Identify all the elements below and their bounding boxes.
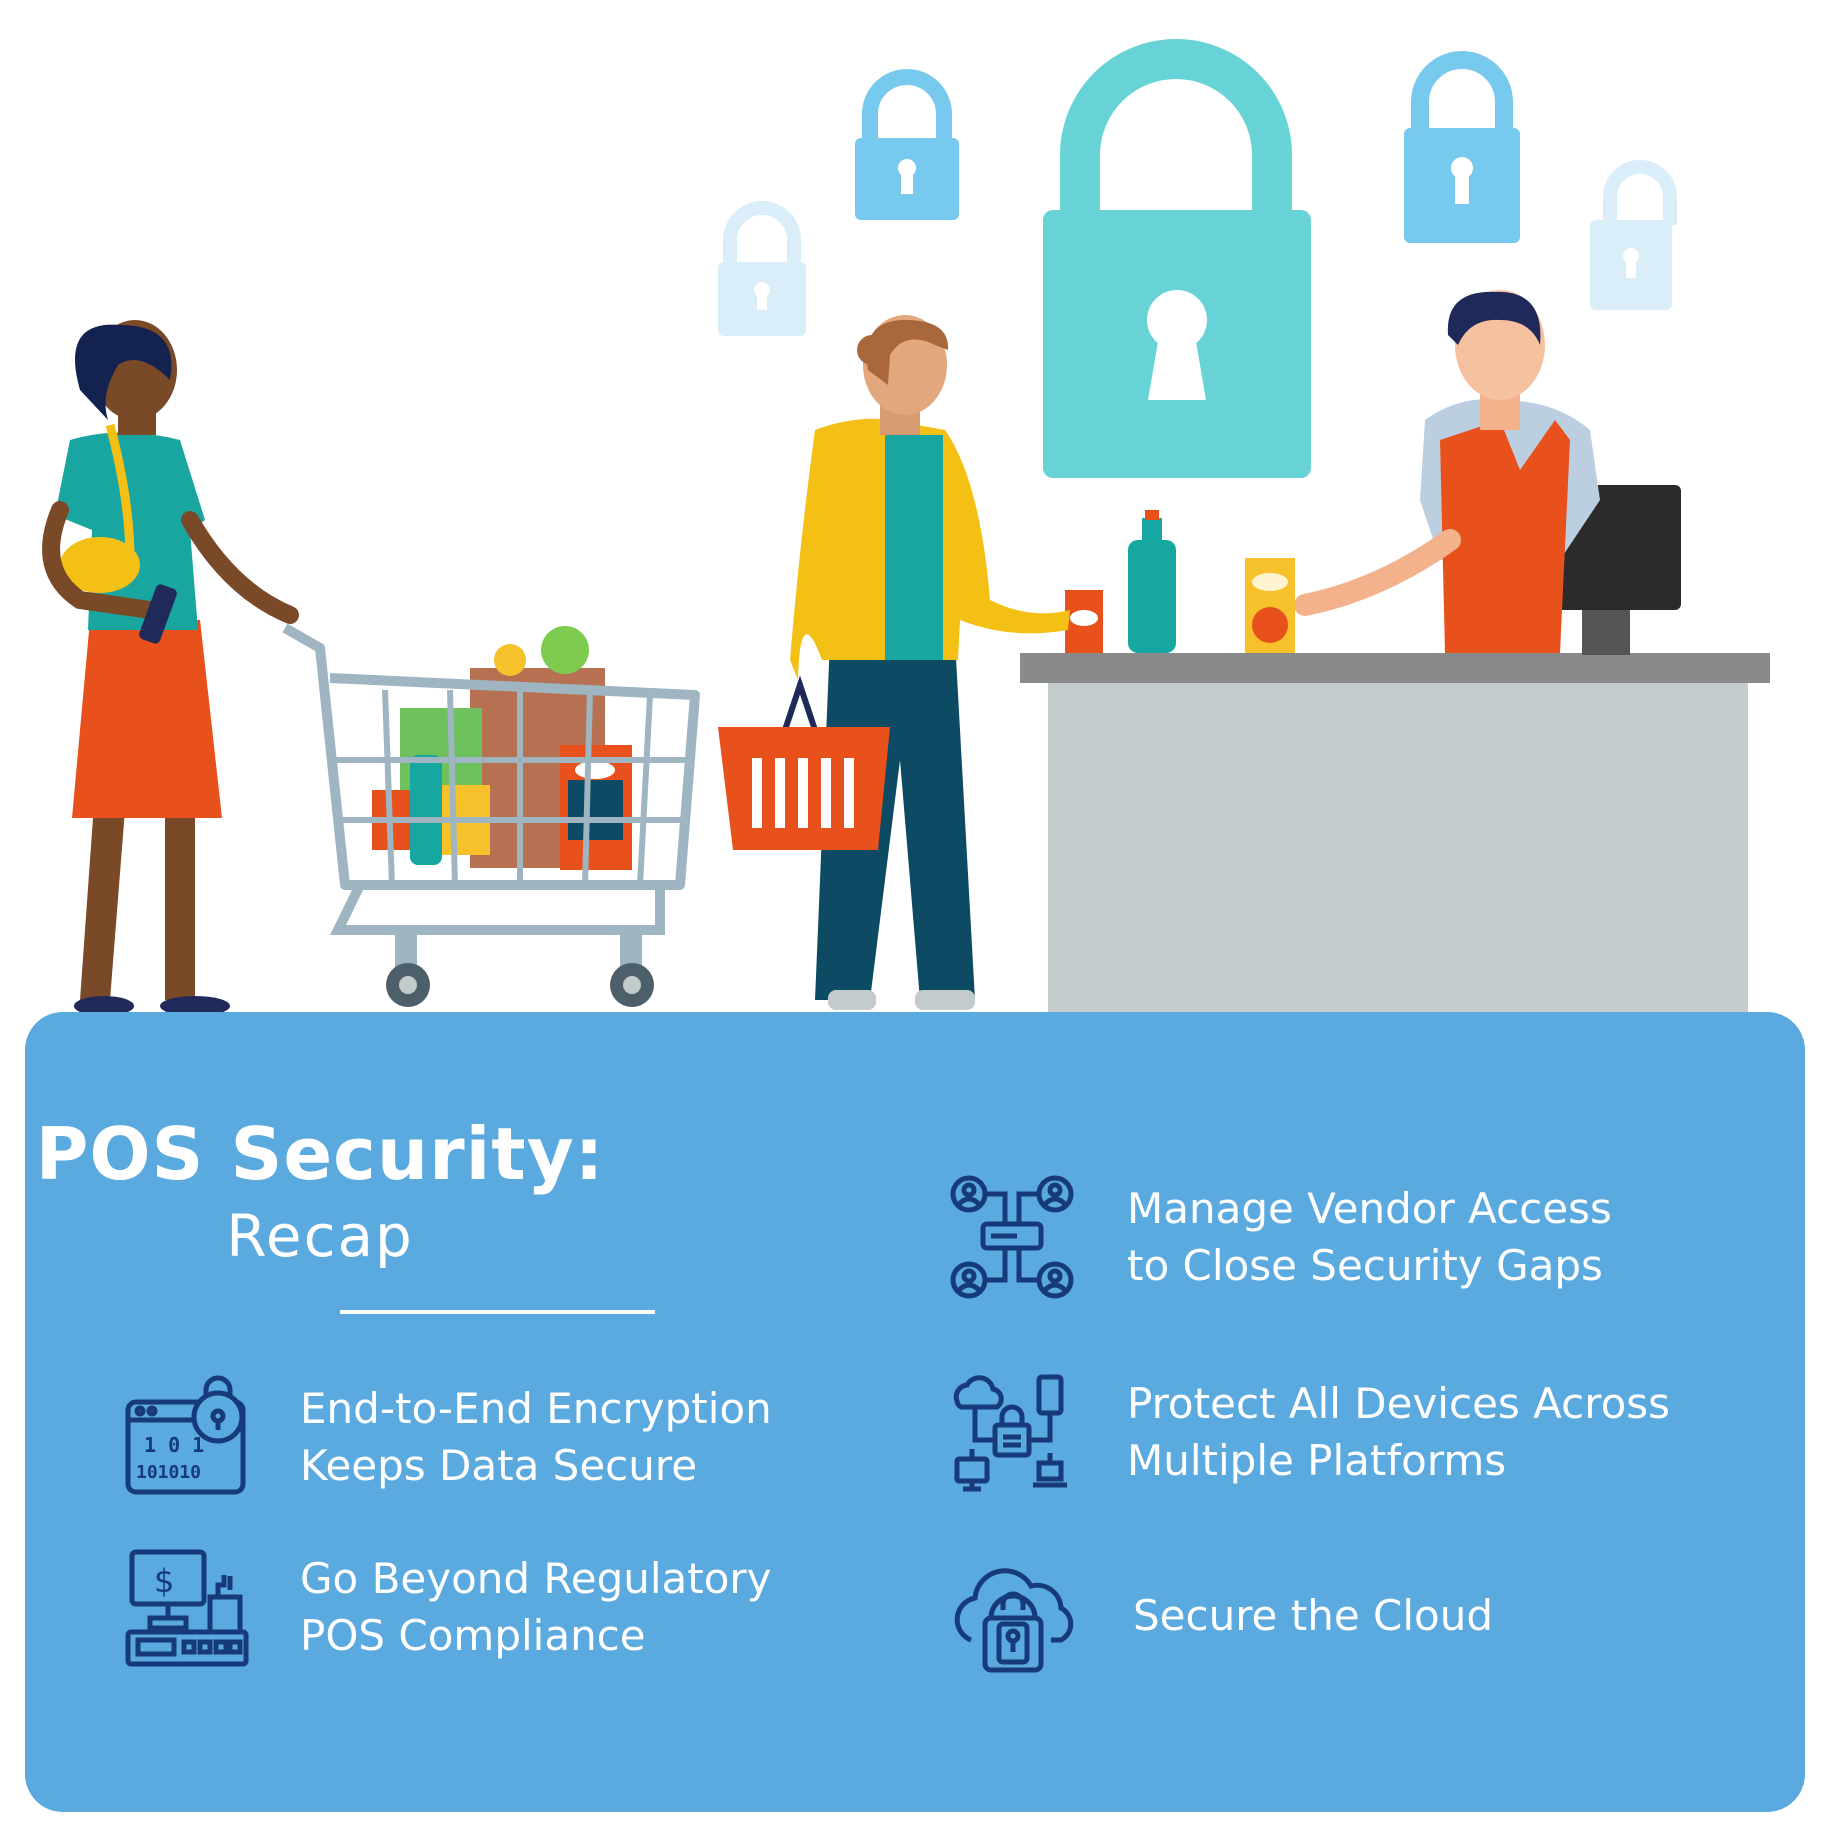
svg-text:101010: 101010 bbox=[136, 1462, 201, 1483]
padlock-small-right-icon bbox=[1404, 51, 1520, 243]
panel-title: POS Security: bbox=[35, 1112, 605, 1196]
customer-with-basket-figure bbox=[718, 315, 1070, 1010]
customer-with-cart-figure bbox=[42, 320, 299, 1016]
cashier-figure bbox=[1245, 290, 1600, 653]
recap-item-line2: POS Compliance bbox=[300, 1611, 646, 1660]
recap-item-encryption: 1 0 1 101010 End-to-End Encryption Keeps… bbox=[120, 1372, 772, 1502]
title-underline bbox=[340, 1310, 655, 1314]
svg-text:1 0 1: 1 0 1 bbox=[144, 1433, 204, 1457]
recap-item-line1: End-to-End Encryption bbox=[300, 1384, 772, 1433]
cloud-lock-icon bbox=[954, 1568, 1074, 1673]
padlock-faint-left-icon bbox=[718, 201, 806, 336]
padlock-faint-right-icon bbox=[1590, 160, 1677, 310]
recap-item-line2: Keeps Data Secure bbox=[300, 1441, 698, 1490]
recap-item-cloud: Secure the Cloud bbox=[947, 1550, 1493, 1680]
checkout-counter bbox=[1020, 653, 1770, 1020]
cash-register-icon: $ bbox=[125, 1549, 249, 1667]
padlock-small-left-icon bbox=[855, 69, 959, 220]
recap-item-compliance: $ Go Beyond Regulatory POS Compliance bbox=[120, 1542, 772, 1672]
padlock-big-icon bbox=[1043, 39, 1311, 478]
recap-item-line1: Go Beyond Regulatory bbox=[300, 1554, 772, 1603]
panel-subtitle: Recap bbox=[226, 1202, 414, 1270]
recap-item-devices: Protect All Devices Across Multiple Plat… bbox=[947, 1367, 1670, 1497]
counter-products bbox=[1065, 510, 1176, 653]
vendor-network-icon bbox=[950, 1175, 1074, 1299]
encryption-lock-icon: 1 0 1 101010 bbox=[125, 1375, 246, 1495]
recap-item-line1: Secure the Cloud bbox=[1133, 1590, 1493, 1640]
recap-item-line1: Protect All Devices Across bbox=[1127, 1379, 1671, 1428]
multi-device-lock-icon bbox=[953, 1374, 1067, 1492]
recap-item-line2: Multiple Platforms bbox=[1127, 1436, 1507, 1485]
svg-text:$: $ bbox=[154, 1562, 174, 1600]
checkout-illustration bbox=[42, 39, 1770, 1020]
recap-item-vendor-access: Manage Vendor Access to Close Security G… bbox=[947, 1172, 1612, 1302]
recap-item-line1: Manage Vendor Access bbox=[1127, 1184, 1612, 1233]
recap-panel: POS Security: Recap 1 0 1 101010 End-to-… bbox=[25, 1012, 1805, 1812]
recap-item-line2: to Close Security Gaps bbox=[1127, 1241, 1603, 1290]
shopping-cart-icon bbox=[282, 623, 700, 1007]
